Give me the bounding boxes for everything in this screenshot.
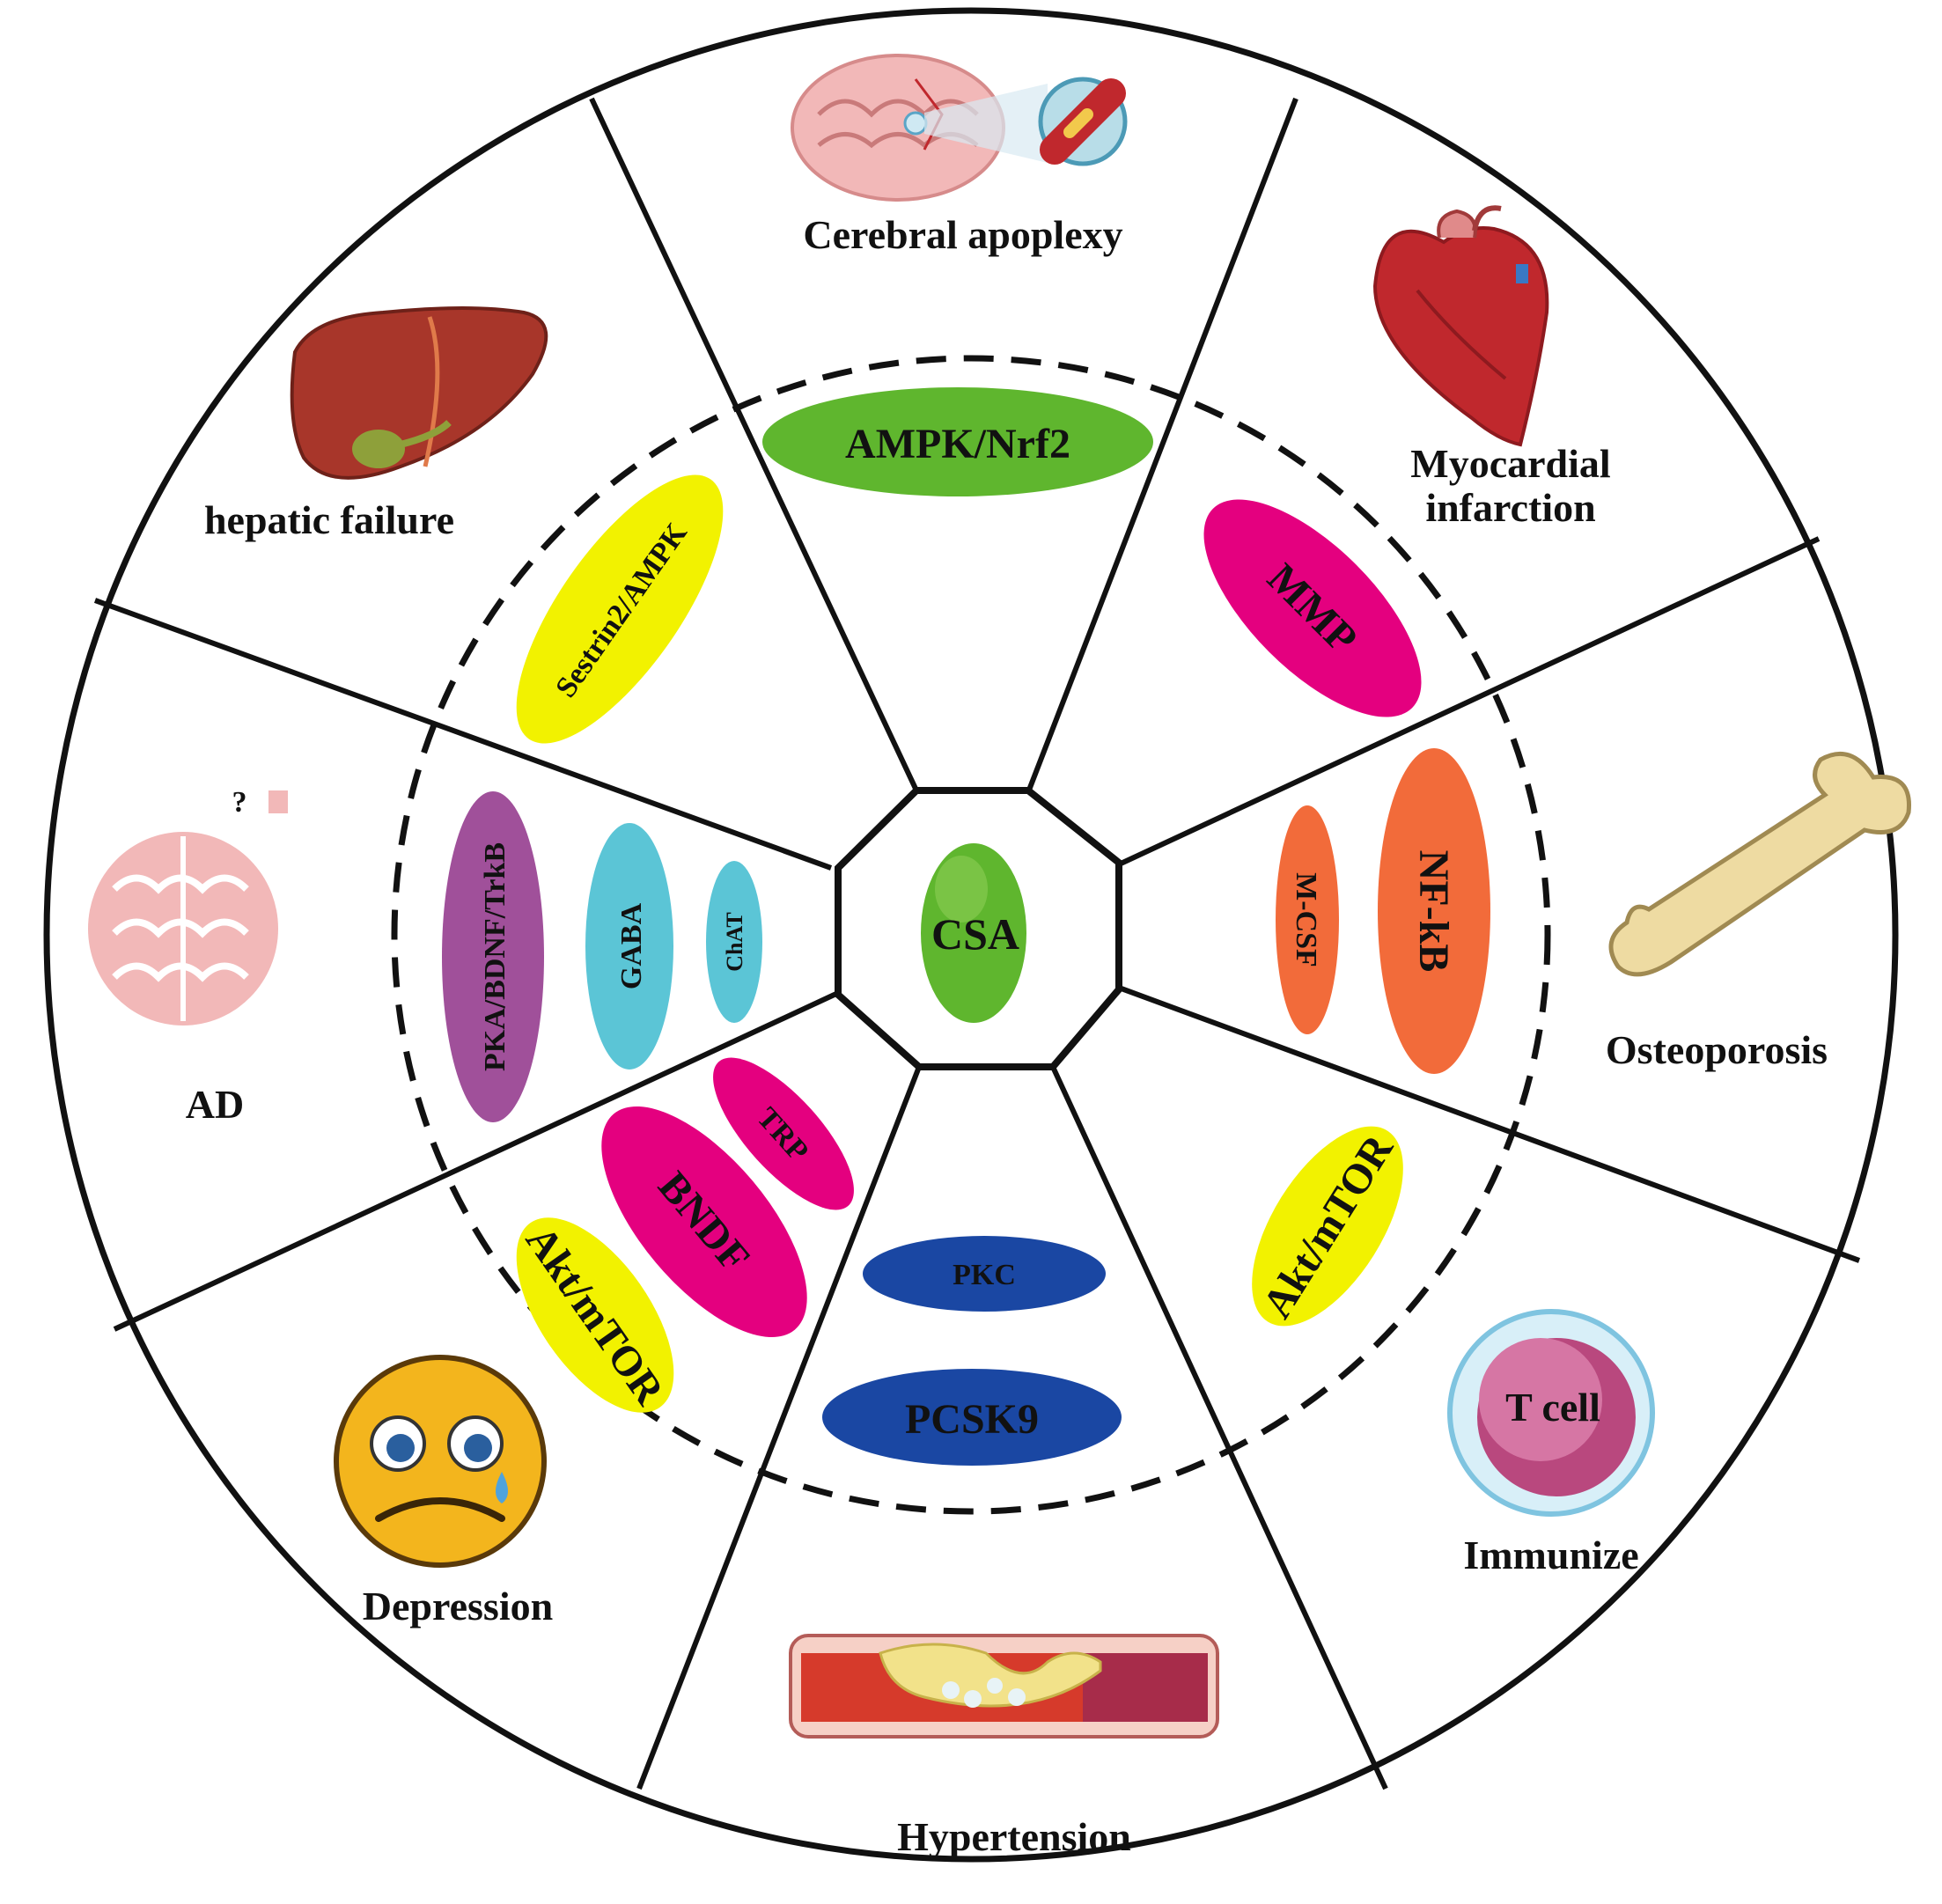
pathway-pcsk9[interactable]: PCSK9 (822, 1369, 1122, 1466)
outer-ring (43, 7, 1899, 1863)
pill-sestrin2 (516, 474, 724, 744)
spokes (93, 97, 1861, 1790)
spoke-2 (1026, 97, 1298, 794)
artery-icon (789, 1634, 1219, 1739)
pathway-pkc[interactable]: PKC (863, 1236, 1106, 1312)
pathway-bndf[interactable]: BNDF (565, 1073, 843, 1371)
pill-chat (706, 861, 762, 1023)
pill-akt-mtor-immune (1252, 1126, 1403, 1327)
sad-face-icon (334, 1355, 547, 1568)
pill-gaba (585, 823, 673, 1070)
pill-mmp (1203, 499, 1422, 717)
ad-mark: ? (232, 786, 247, 819)
pill-pkc (863, 1236, 1106, 1312)
spoke-6 (636, 1065, 922, 1790)
pill-pka (442, 791, 544, 1122)
pill-pcsk9 (822, 1369, 1122, 1466)
heart-icon (1372, 205, 1549, 447)
disease-osteoporosis: Osteoporosis (1606, 1027, 1828, 1072)
pill-gaba-label: GABA (615, 902, 648, 989)
pathway-chat[interactable]: ChAT (706, 861, 762, 1023)
pathway-nfkb[interactable]: NF-kB (1378, 748, 1490, 1074)
pill-ampk-nrf2-label: AMPK/Nrf2 (845, 421, 1070, 467)
spoke-5 (1050, 1065, 1388, 1790)
disease-cerebral: Cerebral apoplexy (803, 212, 1122, 257)
pill-bndf (601, 1106, 807, 1338)
spoke-7 (113, 990, 840, 1332)
pill-pcsk9-label: PCSK9 (905, 1396, 1039, 1443)
disease-immunize: Immunize (1463, 1533, 1638, 1577)
pill-nfkb (1378, 748, 1490, 1074)
pathway-mcsf[interactable]: M-CSF (1276, 805, 1339, 1034)
dashed-ring (391, 355, 1551, 1515)
disease-hypertension: Hypertension (897, 1814, 1131, 1859)
disease-myocardial-1: Myocardial (1410, 441, 1610, 486)
ad-brain-icon (88, 790, 288, 1026)
tcell-label: T cell (1505, 1385, 1600, 1430)
pill-chat-label: ChAT (722, 912, 747, 971)
liver-icon (290, 306, 548, 480)
pathway-pka[interactable]: PKA/BDNF/TrkB (442, 791, 544, 1122)
pill-pkc-label: PKC (953, 1259, 1016, 1291)
spoke-1 (589, 97, 919, 792)
pill-mcsf (1276, 805, 1339, 1034)
pill-nfkb-label: NF-kB (1410, 850, 1457, 973)
pill-mcsf-label: M-CSF (1290, 872, 1322, 967)
spoke-4 (1117, 985, 1861, 1263)
pill-akt-mtor-depression (516, 1217, 674, 1413)
pathway-akt-mtor-immune[interactable]: Akt/mTOR (1222, 1102, 1434, 1351)
pill-pka-label: PKA/BDNF/TrkB (479, 842, 511, 1071)
spoke-3 (1117, 536, 1821, 867)
spoke-8 (93, 598, 833, 871)
pathway-gaba[interactable]: GABA (585, 823, 673, 1070)
pathway-sestrin2[interactable]: Sestrin2/AMPK (480, 445, 760, 774)
disease-hepatic: hepatic failure (204, 497, 454, 542)
pill-ampk-nrf2 (762, 387, 1153, 496)
csa-highlight (935, 856, 988, 923)
disease-ad: AD (186, 1082, 244, 1127)
csa-label: CSA (931, 909, 1019, 959)
tcell-icon (1447, 1309, 1655, 1517)
pathway-trp[interactable]: TRP (691, 1037, 876, 1231)
pathway-ampk-nrf2[interactable]: AMPK/Nrf2 (762, 387, 1153, 496)
pathway-mmp[interactable]: MMP (1169, 465, 1455, 751)
pill-trp (713, 1057, 854, 1210)
bone-icon (1608, 751, 1911, 977)
disease-myocardial-2: infarction (1425, 485, 1595, 530)
brain-icon (791, 54, 1128, 202)
disease-depression: Depression (363, 1584, 553, 1628)
